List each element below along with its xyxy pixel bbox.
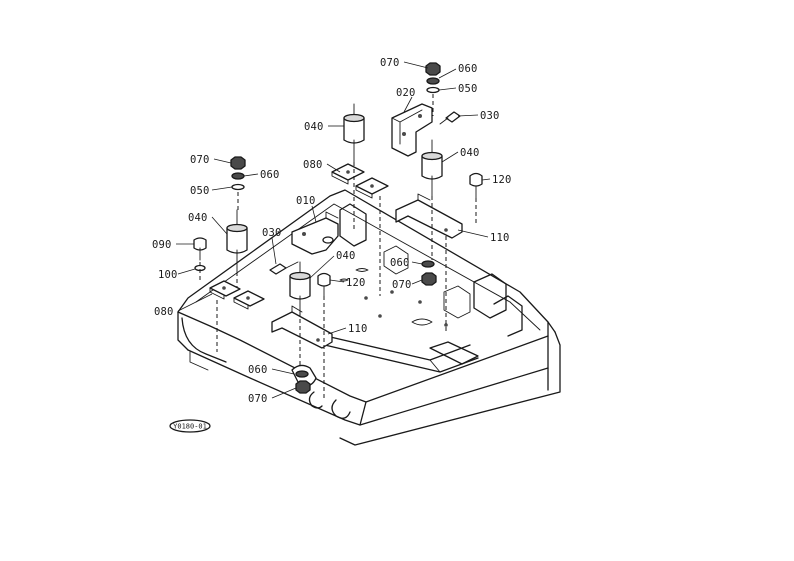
bolt-120-right	[469, 172, 483, 199]
callout-090: 090	[152, 239, 172, 251]
main-frame	[177, 189, 561, 446]
callout-060-left: 060	[260, 169, 280, 181]
callout-100: 100	[158, 269, 178, 281]
bracket-110-mid	[271, 305, 333, 349]
callout-020: 020	[396, 87, 416, 99]
callout-080-left: 080	[154, 306, 174, 318]
reference-stamp: Y0180-01	[169, 419, 211, 433]
callout-070-top: 070	[380, 57, 400, 69]
callout-120-mid: 120	[346, 277, 366, 289]
callout-060-mid: 060	[390, 257, 410, 269]
hardware-mid	[421, 260, 437, 286]
bolt-030-top	[439, 111, 461, 125]
engine-mount-left	[226, 209, 248, 273]
engine-mount-mid	[289, 261, 311, 313]
callout-030-mid: 030	[262, 227, 282, 239]
engine-mount-right	[421, 139, 443, 197]
callout-040-top: 040	[304, 121, 324, 133]
callout-110-mid: 110	[348, 323, 368, 335]
leader-lines	[176, 61, 491, 399]
center-lines	[199, 162, 477, 398]
bracket-020	[391, 103, 433, 157]
callout-070-left: 070	[190, 154, 210, 166]
plate-080-left	[209, 280, 265, 310]
callout-010: 010	[296, 195, 316, 207]
bolt-030-mid	[269, 261, 299, 275]
callout-060-bottom: 060	[248, 364, 268, 376]
callout-050-left: 050	[190, 185, 210, 197]
callout-040-left: 040	[188, 212, 208, 224]
plate-080-top	[331, 163, 389, 199]
callout-080-top: 080	[303, 159, 323, 171]
callout-030-right: 030	[480, 110, 500, 122]
callout-070-bottom: 070	[248, 393, 268, 405]
bracket-110-right	[395, 193, 463, 239]
hardware-bottom	[291, 364, 317, 394]
callout-050-top: 050	[458, 83, 478, 95]
bolt-120-mid	[317, 272, 331, 297]
bracket-010	[291, 211, 339, 255]
callout-040-mid: 040	[336, 250, 356, 262]
bolt-090	[193, 237, 207, 261]
callout-060-top: 060	[458, 63, 478, 75]
hardware-stack-left	[230, 156, 246, 210]
stamp-code: Y0180-01	[173, 423, 207, 431]
hardware-stack-top	[425, 62, 441, 116]
callout-labels: 070 060 050 020 030 040 040 080 120 110 …	[152, 57, 512, 405]
callout-070-mid: 070	[392, 279, 412, 291]
callout-040-right: 040	[460, 147, 480, 159]
callout-120-right: 120	[492, 174, 512, 186]
engine-mount-top	[343, 103, 365, 163]
callout-110-right: 110	[490, 232, 510, 244]
